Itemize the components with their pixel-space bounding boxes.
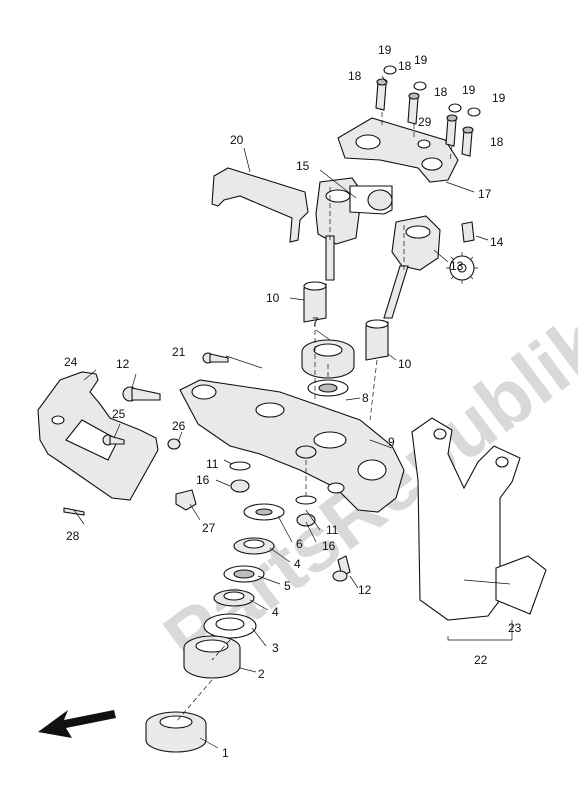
callout-29: 29: [418, 115, 432, 129]
nut-16-left: [229, 461, 251, 493]
bracket-20: [211, 167, 309, 243]
callout-22: 22: [474, 653, 488, 667]
callout-13: 13: [450, 259, 464, 273]
bearing-1: [145, 711, 207, 753]
callout-16-left: 16: [196, 473, 210, 487]
callout-7: 7: [312, 315, 319, 329]
callout-15: 15: [296, 159, 310, 173]
callout-18-d: 18: [490, 135, 504, 149]
callout-18-c: 18: [434, 85, 448, 99]
ring-nut-4-upper: [233, 537, 275, 555]
handlebar-lower-holder-left: [315, 177, 393, 281]
callout-21: 21: [172, 345, 186, 359]
callout-9: 9: [388, 435, 395, 449]
bolts-18-19: [375, 65, 481, 157]
spacer-6: [243, 503, 285, 521]
callout-19-b: 19: [414, 53, 428, 67]
callout-12-left: 12: [116, 357, 130, 371]
callout-19-d: 19: [492, 91, 506, 105]
callout-14: 14: [490, 235, 504, 249]
callout-17: 17: [478, 187, 492, 201]
callout-16-right: 16: [322, 539, 336, 553]
part-26-nut: [167, 438, 181, 450]
callout-labels: 1 2 3 4 4 5 6 7 8 9 10 10 11 11 12 12 13…: [64, 43, 522, 760]
callout-2: 2: [258, 667, 265, 681]
meter-bracket-24: [37, 371, 159, 501]
handlebar-lower-holder-right: [383, 215, 441, 319]
callout-8: 8: [362, 391, 369, 405]
callout-23: 23: [508, 621, 522, 635]
callout-24: 24: [64, 355, 78, 369]
callout-4-lower: 4: [272, 605, 279, 619]
callout-10-left: 10: [266, 291, 280, 305]
callout-12-right: 12: [358, 583, 372, 597]
label-23: [495, 555, 547, 615]
handlebar-upper-holder: [337, 117, 459, 183]
label-sheet-22: [411, 417, 521, 621]
callout-11-left: 11: [206, 457, 219, 471]
leader-lines: [73, 75, 513, 749]
callout-26: 26: [172, 419, 186, 433]
callout-27: 27: [202, 521, 216, 535]
bearing-cover-3: [203, 613, 257, 639]
damper-10-left: [303, 281, 327, 323]
bolt-12-left: [122, 386, 161, 402]
callout-18-a: 18: [348, 69, 362, 83]
callout-5: 5: [284, 579, 291, 593]
callout-3: 3: [272, 641, 279, 655]
part-28-screw: [63, 507, 85, 516]
upper-bracket-9: [179, 379, 405, 513]
callout-11-right: 11: [326, 523, 339, 537]
part-27-clip: [175, 489, 197, 511]
bolt-21: [202, 352, 229, 364]
washer-8: [307, 379, 349, 397]
callout-10-right: 10: [398, 357, 412, 371]
part-14-pin: [461, 221, 475, 243]
bolt-25: [102, 434, 125, 446]
bolt-12-right: [332, 555, 351, 582]
callout-6: 6: [296, 537, 303, 551]
callout-19-c: 19: [462, 83, 476, 97]
callout-19-a: 19: [378, 43, 392, 57]
damper-10-right: [365, 319, 389, 361]
callout-20: 20: [230, 133, 244, 147]
callout-25: 25: [112, 407, 126, 421]
bearing-2: [183, 635, 241, 679]
gear-icon: [446, 252, 478, 284]
direction-arrow-icon: [38, 710, 116, 738]
callout-1: 1: [222, 746, 229, 760]
callout-18-b: 18: [398, 59, 412, 73]
washer-5: [223, 565, 265, 583]
callout-28: 28: [66, 529, 80, 543]
ring-nut-4-lower: [213, 589, 255, 607]
callout-4-upper: 4: [294, 557, 301, 571]
